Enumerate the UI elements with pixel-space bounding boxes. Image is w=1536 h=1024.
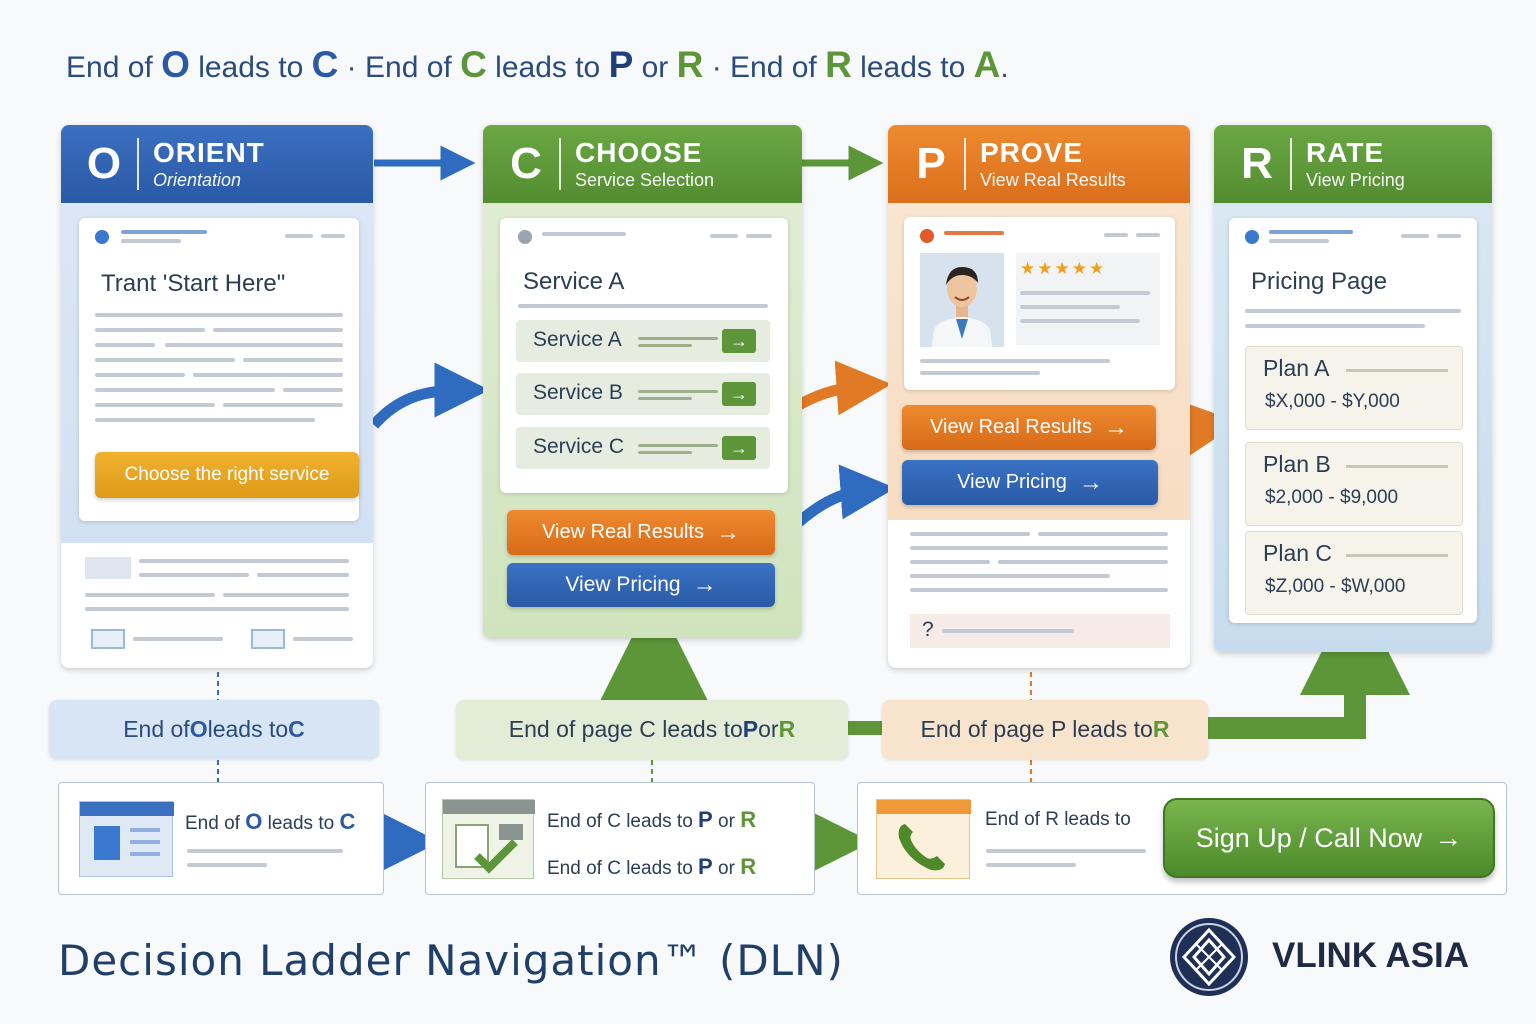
column-prove-subtitle: View Real Results — [980, 169, 1126, 190]
column-choose: C CHOOSE Service Selection Service A Ser… — [483, 125, 802, 638]
service-a-label: Service A — [533, 328, 622, 351]
brand-name: VLINK ASIA — [1272, 936, 1470, 975]
checkbox-icon — [91, 629, 125, 649]
checkbox-icon — [251, 629, 285, 649]
right-arrow-icon[interactable]: → — [722, 329, 756, 353]
right-arrow-icon[interactable]: → — [722, 382, 756, 406]
right-arrow-icon: → — [1078, 468, 1103, 496]
column-rate-header: R RATE View Pricing — [1214, 125, 1492, 203]
bottom-box-rate-text: End of R leads to — [985, 809, 1131, 830]
prove-view-pricing-button[interactable]: View Pricing→ — [902, 460, 1158, 505]
choose-card-title: Service A — [523, 268, 625, 295]
service-b-row[interactable]: Service B → — [516, 373, 770, 415]
bottom-box-choose-line2: End of C leads to P or R — [547, 854, 757, 879]
column-rate: R RATE View Pricing Pricing Page Plan A … — [1214, 125, 1492, 652]
bottom-box-choose: End of C leads to P or R End of C leads … — [425, 782, 815, 895]
plan-b-price: $2,000 - $9,000 — [1265, 487, 1399, 508]
brand-logo-icon — [1170, 918, 1248, 996]
right-arrow-icon: → — [692, 571, 717, 598]
orient-footer-section — [61, 543, 373, 668]
header-separator — [137, 138, 139, 190]
bottom-box-choose-line1: End of C leads to P or R — [547, 807, 757, 832]
checklist-icon — [442, 799, 535, 879]
column-orient: O ORIENT Orientation Trant 'Start Here" … — [61, 125, 373, 668]
column-choose-letter: C — [510, 139, 542, 188]
header-separator — [559, 138, 561, 190]
prove-footer-section: ? — [888, 520, 1190, 668]
column-rate-subtitle: View Pricing — [1306, 169, 1405, 190]
right-arrow-icon: → — [1434, 822, 1463, 853]
browser-dot — [1245, 230, 1259, 244]
footer-title: Decision Ladder Navigation™ (DLN) — [58, 936, 844, 985]
arrow-p-end-to-r — [1208, 585, 1410, 739]
plan-a-card[interactable]: Plan A $X,000 - $Y,000 — [1245, 346, 1463, 430]
plan-c-name: Plan C — [1263, 540, 1333, 566]
column-prove-header: P PROVE View Real Results — [888, 125, 1190, 203]
view-real-results-button[interactable]: View Real Results→ — [507, 510, 775, 555]
header-separator — [964, 138, 966, 190]
browser-dot — [920, 229, 934, 243]
plan-b-card[interactable]: Plan B $2,000 - $9,000 — [1245, 442, 1463, 526]
column-choose-subtitle: Service Selection — [575, 169, 715, 190]
orient-card-title: Trant 'Start Here" — [101, 270, 286, 297]
testimonial-card: ★★★★★ — [904, 217, 1175, 390]
bottom-box-orient-text: End of O leads to C — [185, 809, 356, 834]
column-prove-name: PROVE — [980, 136, 1084, 168]
service-c-row[interactable]: Service C → — [516, 427, 770, 469]
choose-page-card: Service A Service A → Service B → Servic… — [500, 218, 788, 493]
transition-o-to-c: End of O leads to C — [49, 700, 379, 759]
transition-c-to-p-or-r: End of page C leads to P or R — [456, 700, 848, 759]
transition-p-to-r: End of page P leads to R — [882, 700, 1208, 759]
plan-c-card[interactable]: Plan C $Z,000 - $W,000 — [1245, 531, 1463, 615]
plan-c-price: $Z,000 - $W,000 — [1265, 576, 1406, 597]
service-a-row[interactable]: Service A → — [516, 320, 770, 362]
service-b-label: Service B — [533, 381, 623, 404]
column-rate-name: RATE — [1306, 136, 1385, 168]
service-c-label: Service C — [533, 435, 625, 458]
column-prove-letter: P — [916, 139, 946, 188]
column-orient-subtitle: Orientation — [153, 169, 242, 190]
phone-icon — [876, 799, 971, 879]
column-orient-header: O ORIENT Orientation — [61, 125, 373, 203]
browser-dot — [95, 230, 109, 244]
arrow-o-cta-to-c — [369, 362, 490, 429]
plan-a-name: Plan A — [1263, 355, 1330, 381]
column-orient-letter: O — [86, 139, 122, 188]
column-prove: P PROVE View Real Results ★★★★★ — [888, 125, 1190, 668]
avatar-doctor-icon — [920, 253, 1004, 347]
plan-b-name: Plan B — [1263, 451, 1331, 477]
right-arrow-icon: → — [1103, 413, 1128, 441]
prove-view-real-results-button[interactable]: View Real Results→ — [902, 405, 1156, 450]
testimonial-text-block: ★★★★★ — [1016, 253, 1160, 345]
pricing-page-card: Pricing Page Plan A $X,000 - $Y,000 Plan… — [1229, 218, 1477, 623]
right-arrow-icon[interactable]: → — [722, 436, 756, 460]
column-rate-letter: R — [1241, 139, 1273, 188]
browser-dot — [518, 230, 532, 244]
header-separator — [1290, 138, 1292, 190]
column-choose-header: C CHOOSE Service Selection — [483, 125, 802, 203]
column-orient-name: ORIENT — [153, 136, 265, 168]
view-pricing-button[interactable]: View Pricing→ — [507, 563, 775, 607]
question-icon: ? — [922, 618, 934, 641]
header-flow-summary: End of O leads to C · End of C leads to … — [66, 44, 1009, 85]
faq-row[interactable]: ? — [910, 614, 1170, 648]
right-arrow-icon: → — [715, 518, 740, 546]
choose-right-service-button[interactable]: Choose the right service — [95, 452, 359, 498]
sign-up-call-now-button[interactable]: Sign Up / Call Now→ — [1163, 798, 1495, 878]
bottom-box-orient: End of O leads to C — [58, 782, 384, 895]
plan-a-price: $X,000 - $Y,000 — [1265, 391, 1400, 412]
column-choose-name: CHOOSE — [575, 136, 703, 168]
star-icon: ★★★★★ — [1020, 259, 1107, 278]
browser-window-icon — [79, 801, 174, 877]
pricing-page-title: Pricing Page — [1251, 268, 1388, 295]
